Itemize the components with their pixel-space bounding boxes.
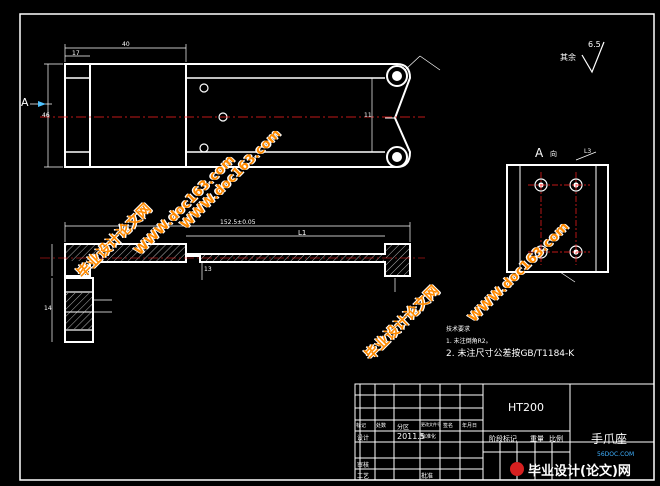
process-label: 工艺 [357, 473, 370, 480]
row-label-1: 处数 [376, 423, 387, 429]
dim-section-top: 152.5±0.05 [220, 219, 256, 226]
dim-section-small: 13 [204, 266, 212, 273]
review-label: 审核 [357, 462, 370, 469]
view-a-dims [559, 151, 597, 283]
roughness-value: 6.5 [588, 40, 601, 49]
part-name: 手爪座 [591, 432, 628, 446]
dim-mid-height: 11 [364, 112, 372, 119]
left-side-hatch [66, 293, 92, 329]
view-a-caption: 向 [550, 150, 557, 158]
scale-label: 比例 [549, 435, 563, 443]
view-a-arrow [38, 101, 46, 107]
roughness-symbol [581, 41, 605, 74]
design-label: 设计 [357, 435, 370, 442]
material-label: HT200 [508, 401, 544, 414]
view-a-title: A [535, 146, 544, 160]
view-a-marker: A [21, 96, 29, 109]
row-label-3: 更改文件号 [421, 422, 441, 427]
sheet-border [19, 13, 655, 481]
top-view [64, 63, 412, 168]
section-dimensions [51, 222, 411, 292]
footer-brand: 毕业设计(论文)网 [528, 464, 631, 479]
dim-left-height: 46 [42, 112, 50, 119]
dim-bottom-left: 14 [44, 305, 52, 312]
footer-logo-icon [510, 462, 524, 476]
design-date: 2011.5 [397, 432, 425, 441]
footer-site: 56DOC.COM [597, 451, 635, 458]
tech-req-line1: 1. 未注倒角R2。 [446, 338, 492, 345]
roughness-note: 其余 [560, 53, 576, 62]
view-a-centerlines [528, 172, 590, 265]
stage-label: 阶段标记 [489, 435, 517, 443]
dim-section-l: L1 [298, 229, 307, 237]
left-side-dimensions [51, 278, 112, 342]
dim-left-small: 17 [72, 50, 80, 57]
section-view [64, 243, 411, 277]
tech-req-line2: 2. 未注尺寸公差按GB/T1184-K [446, 349, 575, 359]
dim-side-view-top: L3 [584, 148, 592, 155]
std-label: 标准化 [421, 434, 437, 440]
tech-req-title: 技术要求 [446, 326, 471, 333]
row-label-4: 签名 [443, 423, 454, 429]
title-block-grid [354, 383, 655, 481]
top-view-dimensions [30, 44, 441, 168]
dim-top-width: 40 [122, 41, 130, 48]
weight-label: 重量 [530, 435, 544, 443]
row-label-5: 年月日 [462, 423, 478, 429]
row-label-2: 分区 [397, 424, 410, 431]
view-a [506, 164, 609, 273]
row-label-0: 标记 [356, 423, 367, 429]
approve-label: 批准 [421, 473, 434, 480]
